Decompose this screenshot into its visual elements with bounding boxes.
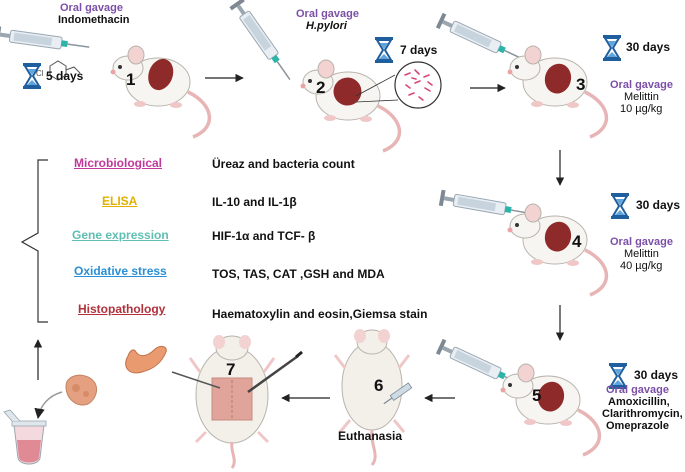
- step3-duration: 30 days: [626, 40, 671, 54]
- analysis-label-histopathology: Histopathology: [78, 302, 166, 316]
- analysis-label-oxidative-stress: Oxidative stress: [74, 264, 167, 278]
- step4-drug-label: Melittin: [624, 248, 659, 260]
- chemical-structure-icon: Cl: [36, 60, 81, 81]
- dissection-tools-icon: [171, 350, 303, 394]
- analysis-label-microbiological: Microbiological: [74, 156, 163, 170]
- step3-dose-label: 10 µg/kg: [620, 103, 663, 115]
- step2-duration: 7 days: [400, 43, 438, 57]
- step1-drug-label: Indomethacin: [58, 14, 130, 26]
- analysis-result-elisa: IL-10 and IL-1β: [212, 195, 297, 209]
- analysis-label-elisa: ELISA: [102, 194, 138, 208]
- mouse-2: [298, 58, 402, 153]
- svg-text:Cl: Cl: [36, 69, 44, 78]
- step6-number: 6: [374, 376, 384, 395]
- tissue-sample-icon: [65, 374, 97, 406]
- analysis-result-oxidative-stress: TOS, TAS, CAT ,GSH and MDA: [212, 267, 385, 281]
- step5-duration: 30 days: [634, 368, 679, 382]
- injection-needle-icon: [383, 382, 413, 405]
- hourglass-2-icon: [374, 36, 394, 64]
- step5-number: 5: [532, 386, 542, 405]
- step4-gavage-label: Oral gavage: [610, 236, 673, 248]
- mouse-3: [505, 44, 609, 139]
- step3-number: 3: [576, 75, 586, 94]
- analysis-result-histopathology: Haematoxylin and eosin,Giemsa stain: [212, 307, 428, 321]
- step4-dose-label: 40 µg/kg: [620, 260, 663, 272]
- hourglass-3-icon: [602, 34, 622, 62]
- step5-drug-2: Clarithromycin,: [602, 408, 683, 420]
- step5-drug-3: Omeprazole: [606, 420, 669, 432]
- step2-number: 2: [316, 78, 326, 97]
- step2-gavage-label: Oral gavage: [296, 8, 359, 20]
- syringe-1-icon: [0, 25, 92, 56]
- step5-drug-1: Amoxicillin,: [608, 396, 670, 408]
- mouse-7: [188, 335, 276, 469]
- step3-gavage-label: Oral gavage: [610, 79, 673, 91]
- stomach-icon: [125, 345, 167, 374]
- step1-gavage-label: Oral gavage: [60, 2, 123, 14]
- step3-drug-label: Melittin: [624, 91, 659, 103]
- analysis-result-microbiological: Üreaz and bacteria count: [212, 157, 355, 171]
- arrow-tissue-tube: [34, 391, 63, 420]
- mouse-5: [498, 362, 602, 457]
- bacteria-circle-icon: [355, 61, 442, 109]
- sample-tube-icon: [3, 409, 47, 465]
- step4-duration: 30 days: [636, 198, 681, 212]
- step5-gavage-label: Oral gavage: [606, 384, 669, 396]
- step4-number: 4: [572, 232, 582, 251]
- analysis-brace: [20, 159, 48, 323]
- mouse-1: [108, 44, 212, 139]
- step1-number: 1: [126, 70, 136, 89]
- analysis-result-gene-expression: HIF-1α and TCF- β: [212, 229, 316, 243]
- syringe-2-icon: [228, 0, 298, 85]
- analysis-label-gene-expression: Gene expression: [72, 228, 169, 242]
- syringe-3-icon: [435, 12, 529, 68]
- step7-number: 7: [226, 360, 236, 379]
- step6-caption: Euthanasia: [338, 429, 403, 443]
- hourglass-4-icon: [610, 192, 630, 220]
- step2-drug-label: H.pylori: [306, 20, 347, 32]
- step1-duration: 5 days: [46, 69, 84, 83]
- mouse-4: [505, 202, 609, 297]
- mouse-6: [333, 329, 411, 466]
